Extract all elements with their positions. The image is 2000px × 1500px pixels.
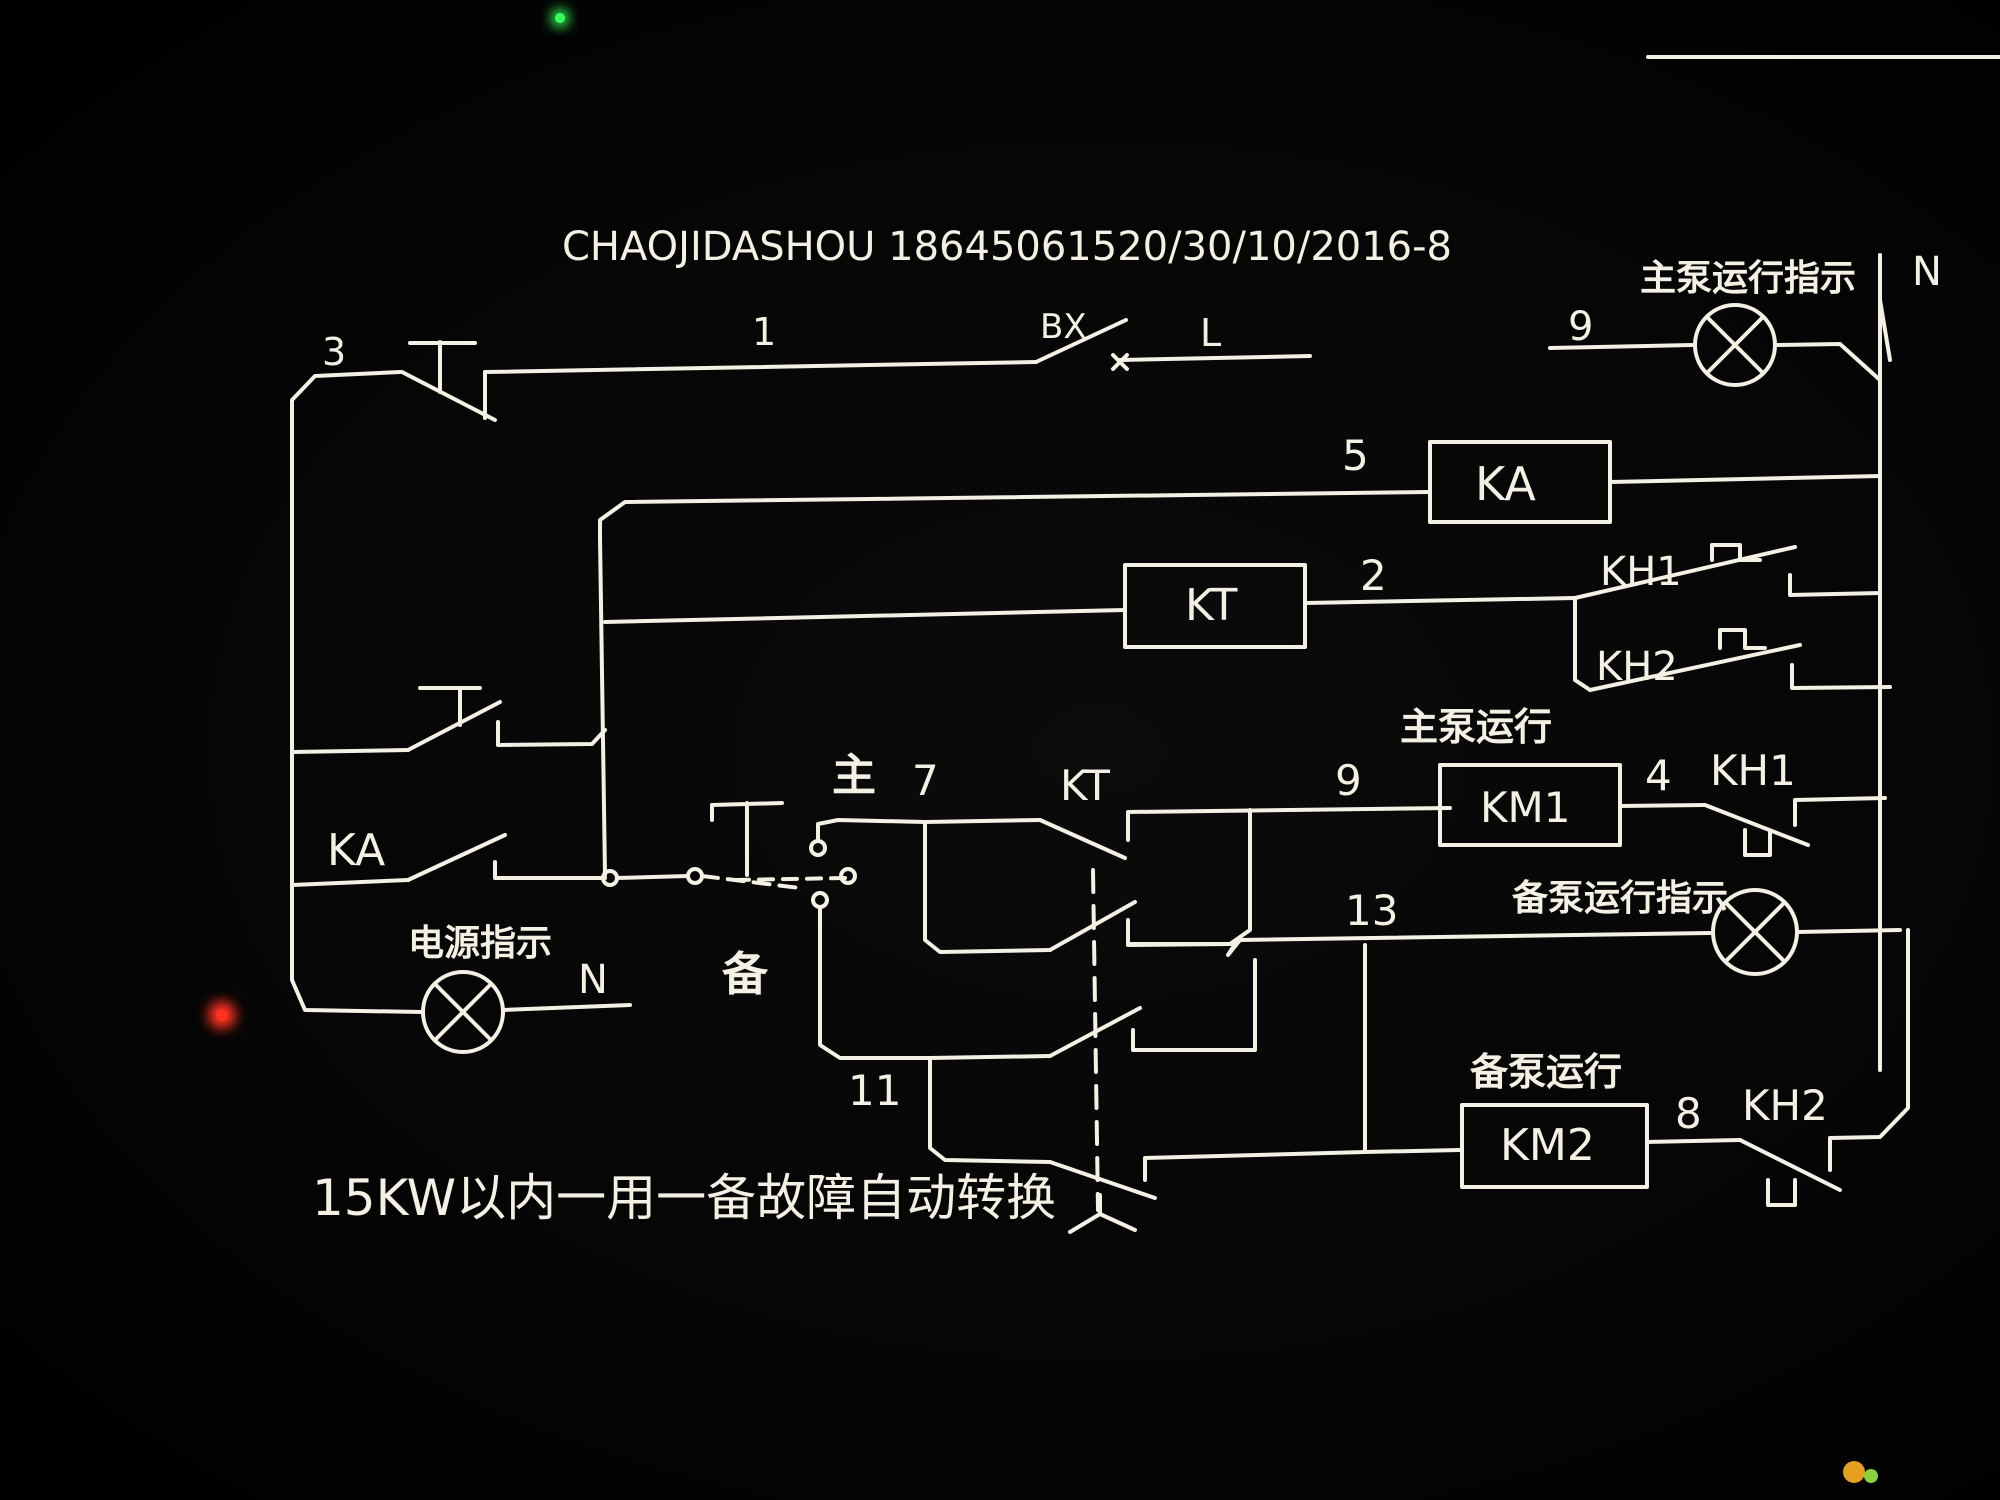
- kh2-upper-label: KH2: [1596, 644, 1678, 690]
- wire-number-3: 3: [322, 330, 346, 374]
- red-status-led-core: [216, 1009, 228, 1021]
- junction-node-2: [686, 867, 704, 885]
- power-indicator-row: 电源指示 N: [408, 923, 632, 1054]
- diagram-caption: 15KW以内一用一备故障自动转换: [312, 1169, 1056, 1227]
- stop-pushbutton: [400, 340, 497, 422]
- contactor-km2-coil: [1460, 1103, 1649, 1189]
- corner-watermark: [1836, 1450, 1986, 1490]
- wire-number-7: 7: [912, 756, 939, 805]
- contactor-km1-label: KM1: [1480, 783, 1571, 832]
- wire-number-9-top: 9: [1568, 304, 1593, 350]
- fuse-x-mark: [1111, 353, 1129, 371]
- ka-coil-row: 5 KA: [598, 431, 1882, 540]
- standby-indicator-row: 备泵运行指示: [1512, 878, 1902, 976]
- main-run-indicator-label: 主泵运行指示: [1640, 258, 1856, 299]
- kt-mechanical-link: [1091, 868, 1100, 1212]
- relay-ka-label: KA: [1475, 457, 1536, 511]
- standby-run-indicator-label: 备泵运行指示: [1512, 878, 1728, 919]
- timer-kt-label: KT: [1185, 580, 1237, 631]
- selector-mid-terminal: [839, 867, 857, 885]
- gear-logo-icon: [1843, 1461, 1865, 1483]
- supply-row: L BX 1 3: [290, 307, 1312, 1014]
- kh2-lower-contact: [1738, 1138, 1842, 1207]
- power-indicator-label: 电源指示: [408, 923, 552, 964]
- ka-contact-label: KA: [327, 825, 385, 876]
- ka-no-contact: [406, 833, 507, 882]
- kh2-lower-label: KH2: [1742, 1081, 1828, 1130]
- timer-kt-coil: [1123, 563, 1307, 649]
- wire-number-2: 2: [1360, 551, 1387, 600]
- fuse-bx: [1034, 318, 1128, 364]
- wire-number-11: 11: [848, 1066, 901, 1115]
- kh1-upper-contact: [1573, 543, 1797, 600]
- km2-row: 备泵运行 KM2 8 KH2: [1363, 928, 1910, 1207]
- control-bus: [598, 536, 607, 877]
- neutral-bus: N: [1878, 249, 1942, 1072]
- kh2-upper-contact: [1588, 628, 1802, 692]
- kt-coil-row: KT 2 KH1 KH2: [603, 543, 1892, 692]
- selector-standby-label: 备: [722, 947, 769, 1001]
- main-run-label: 主泵运行: [1400, 705, 1552, 749]
- start-pushbutton-row: [290, 686, 607, 754]
- start-pushbutton: [406, 686, 502, 752]
- selector-main-label: 主: [832, 750, 876, 801]
- wire-number-4: 4: [1645, 751, 1672, 800]
- standby-run-label: 备泵运行: [1470, 1050, 1622, 1094]
- ka-contact-row: KA: [290, 825, 704, 887]
- fuse-label: BX: [1040, 307, 1087, 347]
- wire-number-1: 1: [752, 310, 776, 354]
- selector-main-terminal: [809, 839, 827, 857]
- kh1-lower-label: KH1: [1710, 746, 1796, 795]
- kh1-lower-contact: [1703, 803, 1810, 857]
- contactor-km2-label: KM2: [1500, 1120, 1595, 1171]
- green-status-led-core: [555, 13, 565, 23]
- gear-logo-icon-small: [1864, 1469, 1878, 1483]
- header-stamp: CHAOJIDASHOU 18645061520/30/10/2016-8: [562, 224, 1452, 270]
- kt-contacts-block: KT 9 13: [923, 756, 1712, 1234]
- main-run-indicator-row: 9 主泵运行指示: [1548, 258, 1882, 387]
- kt-nc-contact-1: [1038, 818, 1127, 860]
- kt-nc-contact-4: [1048, 1160, 1157, 1200]
- selector-standby-terminal: [811, 891, 829, 909]
- terminal-N-top: N: [1912, 249, 1942, 295]
- wire-number-13: 13: [1345, 886, 1398, 935]
- kt-timer-mark: [1068, 1193, 1137, 1234]
- terminal-L: L: [1200, 311, 1221, 355]
- wire-number-8: 8: [1675, 1089, 1702, 1138]
- terminal-N-lamp: N: [578, 957, 608, 1003]
- selector-switch: 主 7 备 11: [700, 750, 939, 1115]
- wire-number-9-mid: 9: [1335, 756, 1362, 805]
- km1-row: 主泵运行 KM1 4 KH1: [1400, 705, 1887, 857]
- wire-number-5: 5: [1342, 431, 1369, 480]
- kt-contact-label: KT: [1060, 761, 1110, 810]
